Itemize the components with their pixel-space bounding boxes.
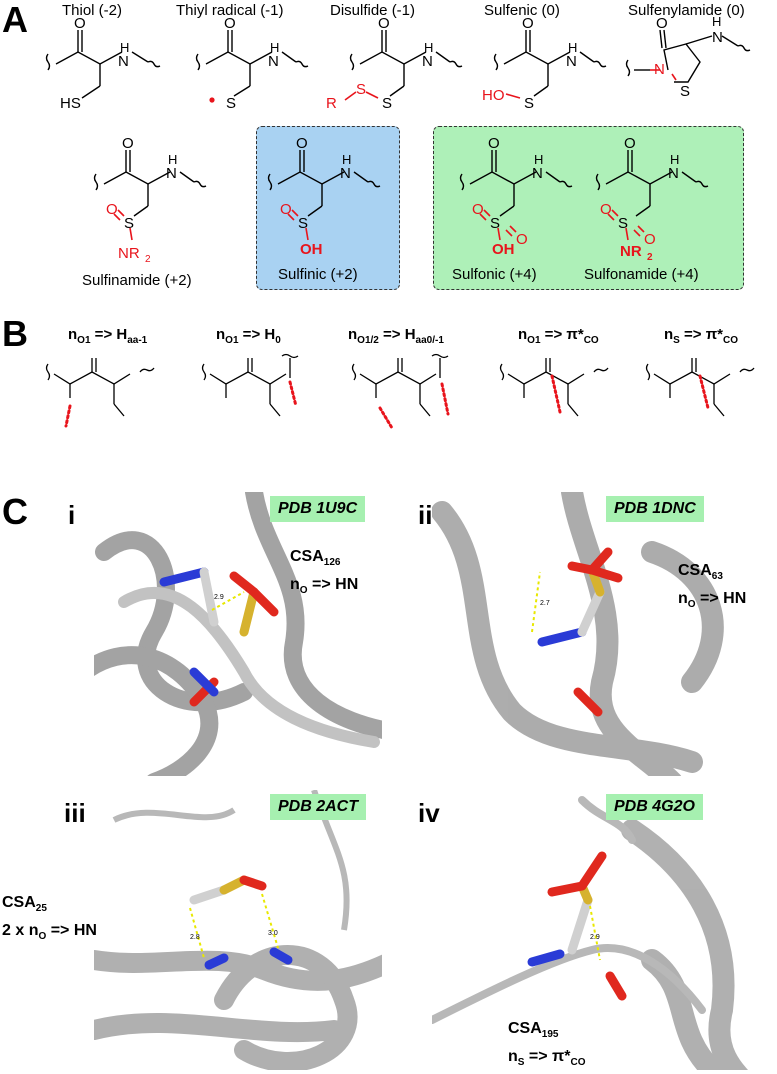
svg-text:H: H (534, 152, 543, 167)
svg-text:O: O (624, 135, 636, 152)
roman-ii: ii (418, 500, 433, 530)
svg-text:O: O (296, 135, 308, 152)
pdb-4g2o: PDB 4G2O (606, 794, 703, 820)
label-sulfenic: Sulfenic (0) (484, 2, 560, 19)
label-sulfonic: Sulfonic (+4) (452, 266, 537, 283)
svg-text:H: H (168, 152, 177, 167)
pdb-2act: PDB 2ACT (270, 794, 367, 820)
svg-text:O: O (644, 231, 656, 248)
structure-image-iv (432, 790, 777, 1070)
svg-text:S: S (124, 215, 134, 232)
sulfonic-box (433, 126, 744, 290)
atom-n: N (118, 53, 129, 70)
svg-text:HO: HO (482, 87, 505, 104)
label-sulfinamide: Sulfinamide (+2) (82, 272, 192, 289)
svg-text:O: O (600, 201, 612, 218)
roman-i: i (68, 500, 76, 530)
roman-iv: iv (418, 798, 440, 828)
svg-text:O: O (656, 15, 668, 32)
svg-text:S: S (618, 215, 628, 232)
panel-a-letter: A (2, 0, 28, 40)
svg-text:S: S (524, 95, 534, 112)
svg-text:O: O (488, 135, 500, 152)
ann-i: CSA126 nO => HN (290, 548, 359, 597)
svg-text:N: N (532, 165, 543, 182)
header-b4: nO1 => π*CO (518, 326, 599, 346)
panel-c-letter: C (2, 491, 28, 532)
svg-text:N: N (654, 61, 665, 78)
svg-text:S: S (226, 95, 236, 112)
svg-text:N: N (712, 29, 723, 46)
svg-text:H: H (342, 152, 351, 167)
svg-text:N: N (340, 165, 351, 182)
header-b3: nO1/2 => Haa0/-1 (348, 326, 444, 346)
ann-iv: CSA195 nS => π*CO (508, 1020, 586, 1069)
panel-b-letter: B (2, 313, 28, 354)
dist-iv: 2.9 (590, 934, 600, 941)
label-sulfinic: Sulfinic (+2) (278, 266, 358, 283)
dist-i: 2.9 (214, 594, 224, 601)
svg-text:O: O (224, 15, 236, 32)
svg-text:O: O (280, 201, 292, 218)
structure-image-i (94, 492, 382, 776)
ann-ii: CSA63 nO => HN (678, 562, 747, 611)
dist-iii-a: 2.8 (190, 934, 200, 941)
svg-text:OH: OH (300, 241, 323, 258)
panel-b-structures (45, 353, 755, 430)
svg-text:N: N (668, 165, 679, 182)
sulfinic-box (256, 126, 400, 290)
svg-text:H: H (424, 40, 433, 55)
dist-ii: 2.7 (540, 600, 550, 607)
svg-text:S: S (490, 215, 500, 232)
svg-text:NR: NR (620, 243, 642, 260)
svg-text:H: H (712, 14, 721, 29)
svg-text:O: O (516, 231, 528, 248)
structure-image-ii (432, 492, 777, 776)
svg-text:O: O (522, 15, 534, 32)
svg-text:2: 2 (647, 252, 653, 263)
svg-text:H: H (670, 152, 679, 167)
header-b1: nO1 => Haa-1 (68, 326, 148, 346)
svg-text:R: R (326, 95, 337, 112)
label-sulfenylamide: Sulfenylamide (0) (628, 2, 745, 19)
label-disulfide: Disulfide (-1) (330, 2, 416, 19)
svg-text:S: S (298, 215, 308, 232)
svg-text:O: O (472, 201, 484, 218)
structure-image-iii (94, 790, 382, 1070)
svg-text:H: H (568, 40, 577, 55)
svg-text:N: N (566, 53, 577, 70)
pdb-1dnc: PDB 1DNC (606, 496, 704, 522)
svg-text:N: N (422, 53, 433, 70)
label-sulfonamide: Sulfonamide (+4) (584, 266, 699, 283)
panel-a-structures: O H N HS O H N S O H N S O H N S O H N S… (45, 14, 751, 265)
atom-h: H (120, 40, 129, 55)
header-b5: nS => π*CO (664, 326, 739, 346)
svg-text:NR: NR (118, 245, 140, 262)
atom-hs: HS (60, 95, 81, 112)
svg-text:OH: OH (492, 241, 515, 258)
label-thiyl-radical: Thiyl radical (-1) (176, 2, 284, 19)
pdb-1u9c: PDB 1U9C (270, 496, 366, 522)
svg-text:O: O (378, 15, 390, 32)
dist-iii-b: 3.0 (268, 930, 278, 937)
svg-text:S: S (382, 95, 392, 112)
roman-iii: iii (64, 798, 86, 828)
radical-dot (209, 97, 215, 103)
svg-text:S: S (680, 83, 690, 100)
svg-text:2: 2 (145, 254, 151, 265)
svg-text:O: O (122, 135, 134, 152)
ann-iii: CSA25 2 x nO => HN (2, 894, 97, 943)
header-b2: nO1 => H0 (216, 326, 281, 346)
label-thiol: Thiol (-2) (62, 2, 123, 19)
svg-text:S: S (356, 81, 366, 98)
svg-text:O: O (106, 201, 118, 218)
atom-o: O (74, 15, 86, 32)
svg-text:H: H (270, 40, 279, 55)
svg-text:N: N (166, 165, 177, 182)
svg-text:N: N (268, 53, 279, 70)
